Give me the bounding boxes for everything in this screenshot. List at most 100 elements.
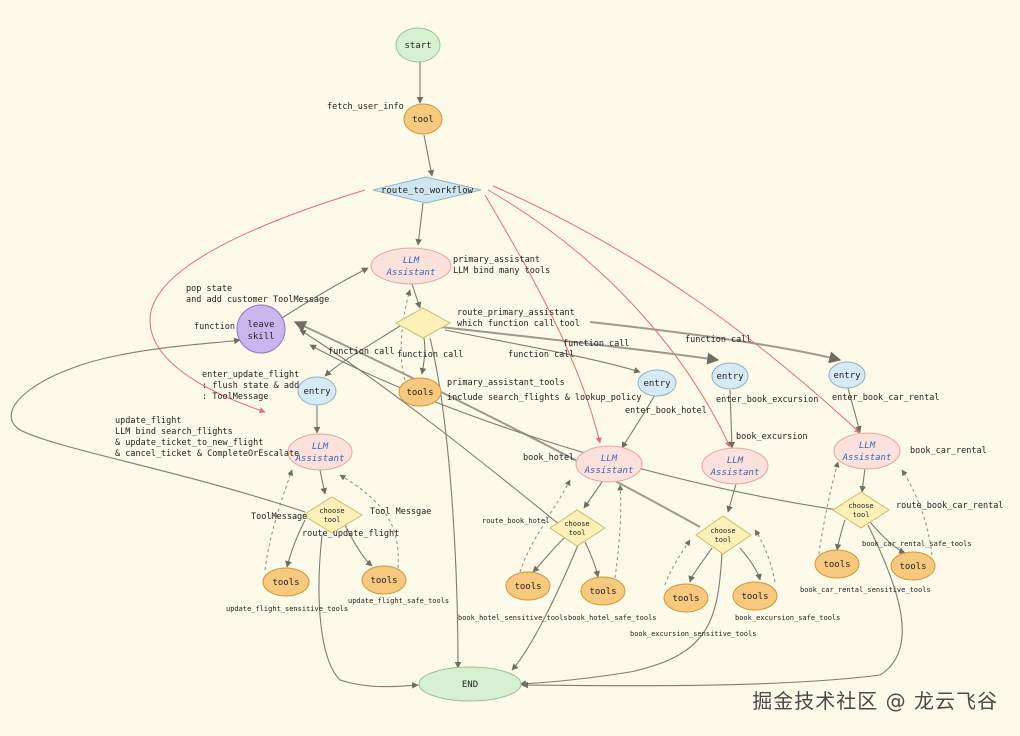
svg-text:tools: tools: [406, 388, 433, 398]
label-update-ticket: & update_ticket_to_new_flight: [115, 438, 263, 448]
svg-text:LLM: LLM: [859, 441, 876, 451]
node-entry-book-hotel: entry: [637, 369, 677, 397]
label-book-excursion-sensitive-tools: book_excursion_sensitive_tools: [630, 630, 756, 638]
node-update-flight-sensitive-tools: tools: [262, 567, 310, 597]
edge-update-choose-leave: [10, 337, 306, 513]
svg-text:entry: entry: [833, 371, 861, 381]
label-enter-update-flight: enter_update_flight: [202, 370, 299, 380]
edge-route-hotel-assistant: [484, 194, 602, 444]
svg-text:choose: choose: [564, 520, 589, 528]
svg-text:entry: entry: [643, 379, 671, 389]
label-book-hotel: book_hotel: [523, 453, 574, 463]
node-start: start: [395, 27, 441, 63]
node-update-flight-choose: choose tool: [302, 496, 363, 534]
svg-text:entry: entry: [303, 387, 331, 397]
svg-text:tools: tools: [272, 578, 299, 588]
edge-choose-tools: [419, 337, 427, 375]
label-flush-state: : flush state & add: [202, 381, 299, 391]
edge-entry-hotel-assistant: [621, 394, 656, 449]
label-function-call-excursion: function call: [563, 339, 630, 349]
svg-text:tools: tools: [741, 592, 768, 602]
node-primary-tools: tools: [398, 377, 442, 407]
node-book-car-rental-sensitive-tools: tools: [814, 549, 860, 579]
label-route-update-flight: route_update_flight: [302, 529, 399, 539]
edge-excursion-choose-end: [519, 552, 723, 687]
label-pop-state: pop state: [186, 284, 232, 294]
label-function: function: [194, 322, 235, 332]
node-entry-update-flight: entry: [297, 376, 337, 406]
svg-text:tool: tool: [853, 511, 870, 519]
edge-hotel-choose-end: [511, 544, 579, 671]
edge-choose-entry-car: [589, 321, 842, 364]
edge-choose-entry-update: [324, 325, 401, 377]
edge-route-update-assistant: [149, 189, 366, 414]
svg-text:Assistant: Assistant: [710, 468, 760, 478]
label-enter-book-car-rental: enter_book_car_rental: [832, 393, 939, 403]
edge-car-safe-back: [901, 469, 933, 556]
edge-leave-llm: [281, 267, 369, 319]
label-toolmessage: ToolMessage: [251, 512, 307, 522]
label-route-primary-assistant: route_primary_assistant: [457, 308, 575, 318]
label-primary-assistant: primary_assistant: [453, 255, 540, 265]
edge-excursion-assistant-choose: [726, 483, 737, 513]
node-book-excursion-safe-tools: tools: [732, 581, 778, 611]
label-book-excursion-safe-tools: book_excursion_safe_tools: [735, 614, 840, 622]
label-update-flight: update_flight: [115, 416, 182, 426]
node-book-hotel-safe-tools: tools: [580, 576, 626, 606]
edge-tool-route: [423, 134, 435, 177]
label-book-hotel-safe-tools: book_hotel_safe_tools: [568, 614, 657, 622]
label-book-excursion: book_excursion: [736, 432, 808, 442]
svg-text:LLM: LLM: [403, 256, 420, 266]
label-which-function-call: which function call tool: [457, 319, 580, 329]
svg-text:tool: tool: [569, 529, 586, 537]
svg-text:tools: tools: [899, 562, 926, 572]
label-primary-assistant-bind: LLM bind many tools: [453, 266, 550, 276]
label-cancel-ticket: & cancel_ticket & CompleteOrEscalate: [115, 449, 299, 459]
label-llm-bind-search-flights: LLM bind search_flights: [115, 427, 233, 437]
edge-choose-entry-hotel: [444, 329, 641, 374]
svg-text:Assistant: Assistant: [386, 268, 436, 278]
node-update-flight-assistant: LLM Assistant: [287, 433, 353, 471]
edge-excursion-choose-sensitive: [688, 547, 713, 583]
edge-excursion-choose-safe: [739, 547, 762, 581]
svg-text:choose: choose: [710, 527, 735, 535]
label-route-book-hotel: route_book_hotel: [482, 517, 549, 525]
tool-label: tool: [412, 115, 434, 125]
edge-update-choose-sensitive: [285, 519, 306, 568]
label-function-call-car: function call: [685, 335, 752, 345]
node-primary-llm-assistant: LLM Assistant: [370, 247, 452, 285]
node-book-hotel-choose: choose tool: [549, 509, 606, 547]
svg-text:tools: tools: [823, 560, 850, 570]
svg-text:LLM: LLM: [312, 442, 329, 452]
node-route-primary-choose: [394, 307, 452, 339]
label-add-customer-toolmessage: and add customer ToolMessage: [186, 295, 329, 305]
edge-update-choose-safe: [344, 524, 373, 567]
edge-choose-entry-excursion: [439, 326, 720, 365]
label-toolmessage-enter: : ToolMessage: [202, 392, 269, 402]
node-book-car-rental-safe-tools: tools: [890, 551, 936, 581]
svg-text:tools: tools: [514, 582, 541, 592]
label-book-car-rental-safe-tools: book_car_rental_safe_tools: [862, 540, 972, 548]
edge-car-choose-end: [521, 524, 903, 689]
edge-update-sensitive-back: [264, 469, 294, 571]
svg-text:Assistant: Assistant: [842, 453, 892, 463]
label-tool-messgae: Tool Messgae: [370, 507, 431, 517]
node-book-excursion-assistant: LLM Assistant: [701, 447, 769, 485]
label-function-call-tools: function call: [397, 350, 464, 360]
edge-route-car-assistant: [492, 185, 861, 434]
label-route-book-car-rental: route_book_car_rental: [896, 501, 1003, 511]
edge-car-choose-leave: [309, 344, 839, 511]
route-to-workflow-label: route_to_workflow: [381, 186, 474, 196]
svg-text:tools: tools: [370, 576, 397, 586]
node-book-hotel-assistant: LLM Assistant: [575, 445, 643, 483]
edge-excursion-choose-leave: [293, 321, 701, 528]
node-update-flight-safe-tools: tools: [361, 565, 407, 595]
svg-text:Assistant: Assistant: [584, 466, 634, 476]
edge-hotel-assistant-choose: [583, 481, 603, 509]
label-book-car-rental-sensitive-tools: book_car_rental_sensitive_tools: [800, 586, 931, 594]
node-end: END: [418, 666, 522, 702]
svg-text:choose: choose: [848, 502, 873, 510]
label-enter-book-hotel: enter_book_hotel: [625, 406, 707, 416]
svg-text:Assistant: Assistant: [295, 454, 345, 464]
